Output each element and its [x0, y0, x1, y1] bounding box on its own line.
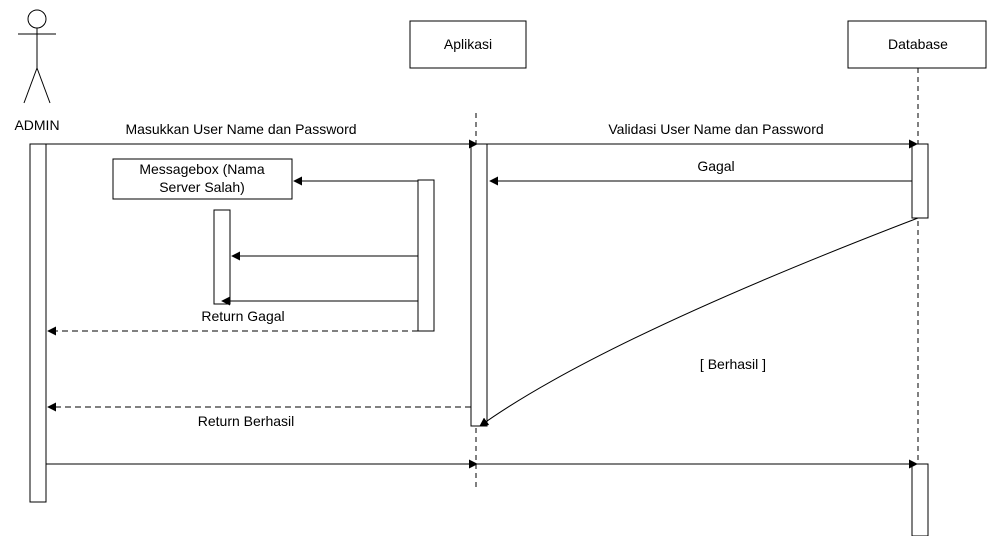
messagebox-line1: Messagebox (Nama: [139, 161, 264, 177]
database-activation-1: [911, 143, 929, 219]
admin-leg-left: [23, 67, 38, 104]
message-berhasil-guard: [ Berhasil ]: [700, 356, 766, 372]
message-return-berhasil-label: Return Berhasil: [198, 413, 295, 429]
admin-leg-right: [36, 67, 51, 104]
database-box: [847, 20, 987, 69]
messagebox-line2: Server Salah): [159, 179, 245, 195]
message-login-label: Masukkan User Name dan Password: [125, 121, 356, 137]
aplikasi-activation: [470, 143, 488, 427]
admin-actor[interactable]: ADMIN: [14, 9, 60, 133]
database-activation-2: [911, 463, 929, 536]
object-database[interactable]: Database: [847, 20, 987, 69]
messagebox-box: [112, 158, 293, 200]
inner-activation-right: [417, 179, 435, 332]
message-gagal-label: Gagal: [697, 158, 734, 174]
object-aplikasi[interactable]: Aplikasi: [409, 20, 527, 69]
messagebox-note: Messagebox (Nama Server Salah): [112, 158, 293, 200]
aplikasi-label: Aplikasi: [444, 36, 492, 52]
message-return-gagal-label: Return Gagal: [201, 308, 284, 324]
admin-label: ADMIN: [14, 117, 59, 133]
inner-activation-left: [213, 209, 231, 305]
message-berhasil-path[interactable]: [479, 217, 919, 427]
message-validasi-label: Validasi User Name dan Password: [608, 121, 823, 137]
admin-activation: [29, 143, 47, 503]
aplikasi-box: [409, 20, 527, 69]
database-label: Database: [888, 36, 948, 52]
admin-head: [27, 9, 47, 29]
